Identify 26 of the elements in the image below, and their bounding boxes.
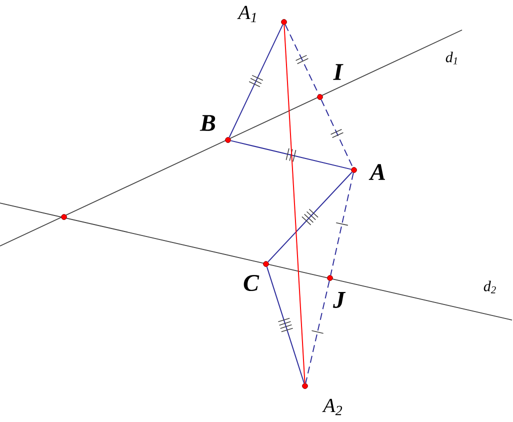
segment xyxy=(330,172,354,276)
labeled-point: B xyxy=(200,115,231,143)
labeled-point: J xyxy=(327,275,346,308)
labeled-point: A$_{2}$ xyxy=(302,383,342,416)
segment xyxy=(284,24,320,95)
node-label: I xyxy=(333,64,344,80)
segment xyxy=(228,24,284,138)
labeled-point: C xyxy=(244,261,269,292)
node-label: C xyxy=(244,274,260,292)
segment xyxy=(284,24,306,384)
line-label: d$_{2}$ xyxy=(484,280,496,294)
segment xyxy=(230,140,352,170)
labeled-point: A xyxy=(351,164,385,180)
segment xyxy=(320,99,354,168)
segment xyxy=(266,266,305,384)
point xyxy=(61,214,67,220)
segment xyxy=(268,172,352,262)
node-label: A xyxy=(368,164,385,180)
node-label: A$_{1}$ xyxy=(237,6,256,22)
segment xyxy=(305,280,330,384)
node-label: A$_{2}$ xyxy=(322,398,342,416)
node-label: J xyxy=(332,292,346,308)
node-label: B xyxy=(200,115,216,131)
line-label: d$_{1}$ xyxy=(446,52,457,64)
labeled-point: I xyxy=(317,64,344,100)
labeled-point: A$_{1}$ xyxy=(237,6,287,25)
